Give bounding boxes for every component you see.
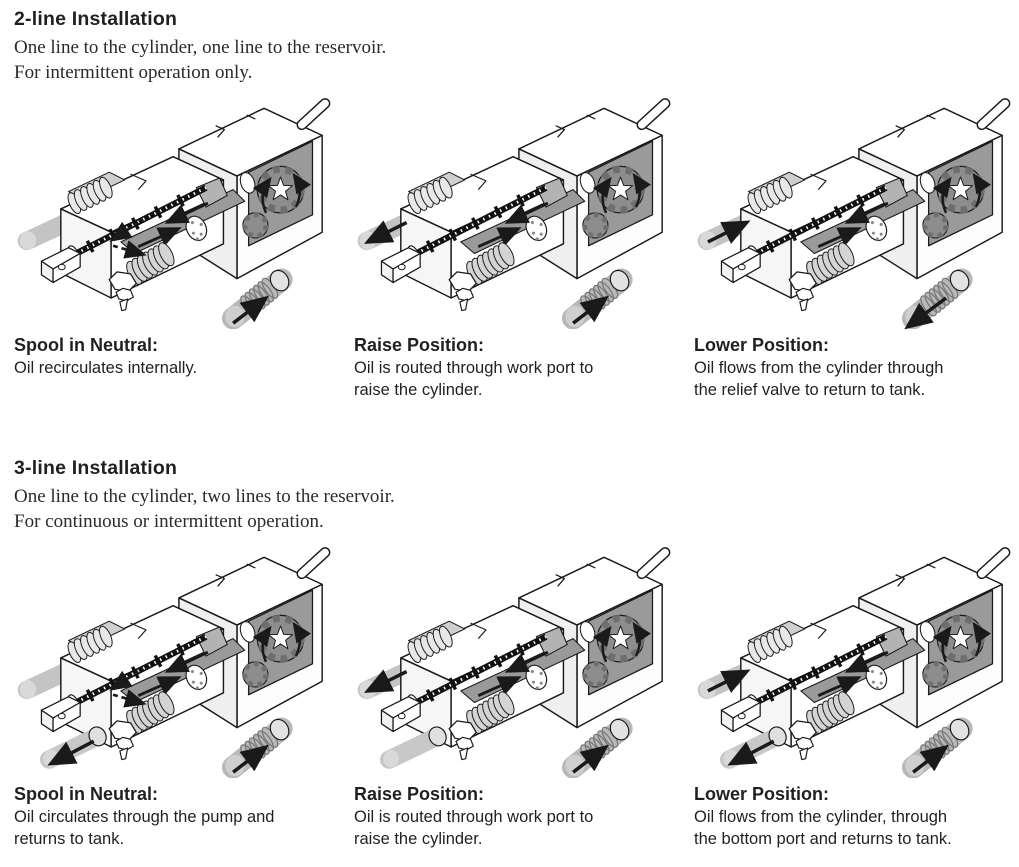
pump-cutaway-illustration	[696, 87, 1016, 329]
figure-caption-title: Spool in Neutral:	[14, 335, 158, 355]
section-description-line: One line to the cylinder, two lines to t…	[14, 486, 395, 507]
pump-figure-raise: Raise Position: Oil is routed through wo…	[354, 536, 694, 850]
figure-caption-line: raise the cylinder.	[354, 830, 483, 848]
figure-row: Spool in Neutral: Oil circulates through…	[14, 536, 1019, 850]
figure-caption: Raise Position: Oil is routed through wo…	[354, 333, 694, 401]
figure-caption: Spool in Neutral: Oil recirculates inter…	[14, 333, 354, 379]
figure-caption-title: Spool in Neutral:	[14, 784, 158, 804]
section-description-line: For continuous or intermittent operation…	[14, 511, 324, 532]
pump-cutaway-illustration	[356, 87, 676, 329]
figure-caption-line: Oil is routed through work port to	[354, 808, 594, 826]
figure-caption-line: Oil flows from the cylinder through	[694, 359, 944, 377]
section-3-line: 3-line Installation One line to the cyli…	[14, 457, 1019, 850]
section-2-line: 2-line Installation One line to the cyli…	[14, 8, 1019, 401]
figure-caption-line: the relief valve to return to tank.	[694, 381, 926, 399]
figure-caption-title: Raise Position:	[354, 784, 485, 804]
figure-caption: Spool in Neutral: Oil circulates through…	[14, 782, 354, 850]
figure-caption: Raise Position: Oil is routed through wo…	[354, 782, 694, 850]
section-description-line: One line to the cylinder, one line to th…	[14, 37, 387, 58]
figure-caption-line: Oil is routed through work port to	[354, 359, 594, 377]
section-heading: 2-line Installation	[14, 8, 178, 30]
figure-caption-title: Raise Position:	[354, 335, 485, 355]
pump-cutaway-illustration	[356, 536, 676, 778]
section-heading: 3-line Installation	[14, 457, 178, 479]
figure-caption-line: raise the cylinder.	[354, 381, 483, 399]
pump-base-drawing	[360, 103, 665, 327]
pump-figure-lower: Lower Position: Oil flows from the cylin…	[694, 536, 1019, 850]
pump-cutaway-illustration	[16, 87, 336, 329]
pump-cutaway-illustration	[696, 536, 1016, 778]
pump-cutaway-illustration	[16, 536, 336, 778]
pump-base-drawing	[700, 103, 1005, 327]
figure-caption-line: Oil recirculates internally.	[14, 359, 198, 377]
figure-caption-title: Lower Position:	[694, 335, 829, 355]
figure-caption-line: Oil flows from the cylinder, through	[694, 808, 948, 826]
figure-caption-line: the bottom port and returns to tank.	[694, 830, 952, 848]
figure-caption-title: Lower Position:	[694, 784, 829, 804]
figure-caption: Lower Position: Oil flows from the cylin…	[694, 333, 1019, 401]
figure-row: Spool in Neutral: Oil recirculates inter…	[14, 87, 1019, 401]
section-description-line: For intermittent operation only.	[14, 62, 253, 83]
pump-figure-lower: Lower Position: Oil flows from the cylin…	[694, 87, 1019, 401]
pump-figure-neutral: Spool in Neutral: Oil recirculates inter…	[14, 87, 354, 401]
pump-base-drawing	[20, 103, 325, 327]
figure-caption: Lower Position: Oil flows from the cylin…	[694, 782, 1019, 850]
figure-caption-line: Oil circulates through the pump and	[14, 808, 275, 826]
figure-caption-line: returns to tank.	[14, 830, 125, 848]
pump-figure-raise: Raise Position: Oil is routed through wo…	[354, 87, 694, 401]
pump-figure-neutral: Spool in Neutral: Oil circulates through…	[14, 536, 354, 850]
